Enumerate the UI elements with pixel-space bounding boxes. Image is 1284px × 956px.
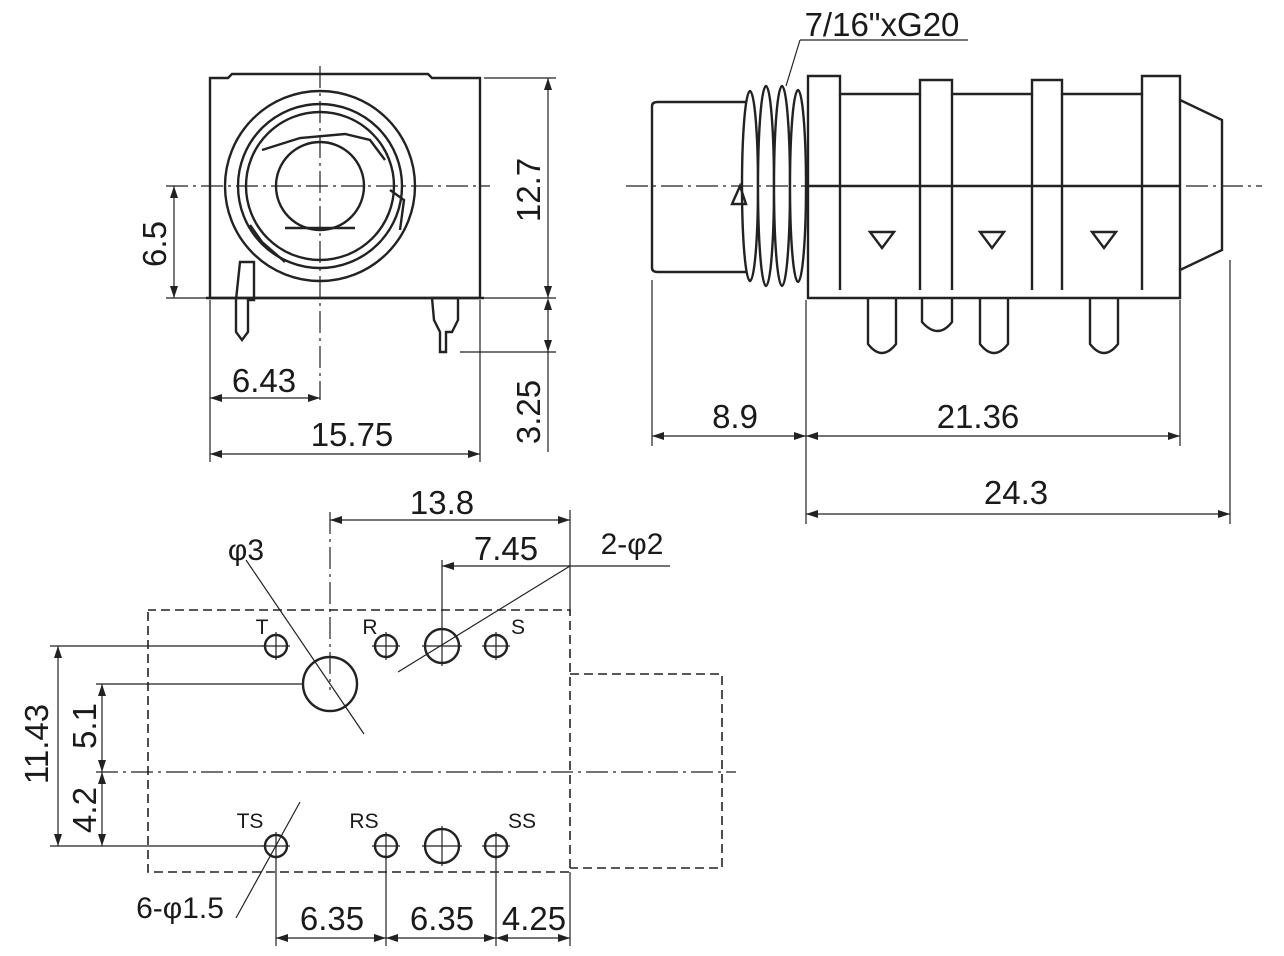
pcb-dim-6-35-b: 6.35 bbox=[410, 900, 474, 937]
side-dim-body: 21.36 bbox=[937, 398, 1020, 435]
front-dim-height-axis: 6.5 bbox=[136, 221, 173, 267]
front-dim-pin-length: 3.25 bbox=[510, 380, 547, 444]
pin-label-s: S bbox=[511, 616, 525, 639]
pcb-layout: 13.8 7.45 φ3 2-φ2 6-φ1.5 11.43 5.1 4.2 6… bbox=[18, 484, 736, 946]
pin-label-rs: RS bbox=[349, 810, 378, 833]
pcb-dim-4-2: 4.2 bbox=[66, 787, 103, 833]
front-view: 6.5 12.7 6.43 15.75 3.25 bbox=[136, 66, 556, 462]
side-view: 7/16"xG20 8.9 21.36 24.3 bbox=[626, 6, 1262, 524]
pin-label-ts: TS bbox=[237, 810, 264, 833]
pcb-dim-4-25: 4.25 bbox=[502, 900, 566, 937]
pcb-hole-phi3: φ3 bbox=[228, 534, 264, 567]
pcb-dim-13-8: 13.8 bbox=[410, 484, 474, 521]
pin-label-r: R bbox=[362, 616, 377, 639]
front-dim-width: 15.75 bbox=[311, 416, 394, 453]
front-dim-height-total: 12.7 bbox=[510, 158, 547, 222]
pin-label-t: T bbox=[256, 616, 269, 639]
pin-label-ss: SS bbox=[508, 810, 536, 833]
pcb-dim-7-45: 7.45 bbox=[474, 530, 538, 567]
side-thread-label: 7/16"xG20 bbox=[805, 6, 960, 43]
pcb-hole-6phi1-5: 6-φ1.5 bbox=[136, 892, 224, 925]
side-dim-total: 24.3 bbox=[984, 474, 1048, 511]
front-dim-pin-offset: 6.43 bbox=[232, 362, 296, 399]
side-dim-nose: 8.9 bbox=[712, 398, 758, 435]
pcb-dim-11-43: 11.43 bbox=[18, 704, 55, 784]
pcb-hole-2phi2: 2-φ2 bbox=[601, 528, 664, 561]
pcb-dim-5-1: 5.1 bbox=[66, 703, 103, 749]
pcb-dim-6-35-a: 6.35 bbox=[300, 900, 364, 937]
